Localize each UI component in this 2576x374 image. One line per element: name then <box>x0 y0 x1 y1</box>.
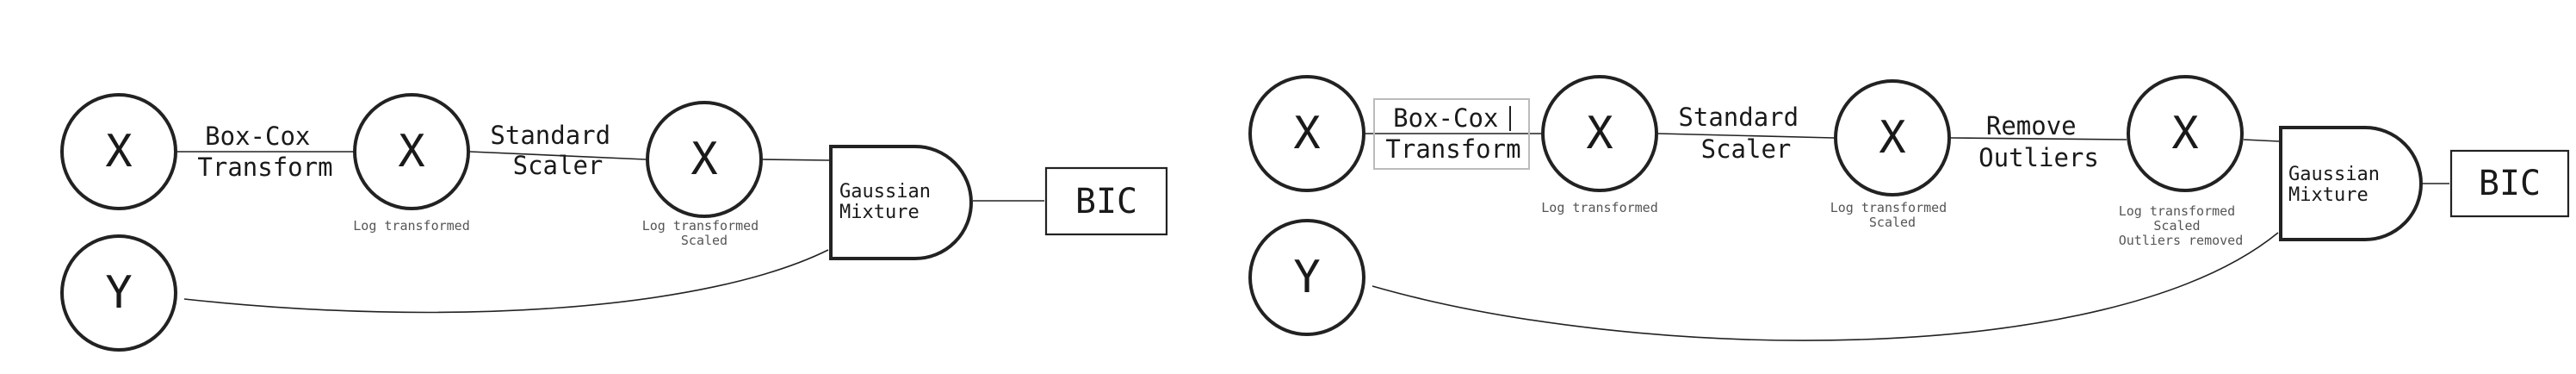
left-node-y-circle <box>60 234 177 352</box>
right-node-x-raw-label: X <box>1293 108 1320 159</box>
right-node-y-label: Y <box>1293 252 1320 303</box>
left-boxcox-line-2: Transform <box>197 153 332 182</box>
left-scaler-line-2: Scaler <box>513 151 604 180</box>
right-node-bic-box <box>2449 149 2570 218</box>
right-boxcox-line-2: Transform <box>1385 134 1520 164</box>
right-boxcox-line-1: Box-Cox <box>1393 103 1498 133</box>
right-edge-scaler <box>1657 133 1835 139</box>
left-node-x-log-label: X <box>398 126 424 178</box>
left-node-bic-label: BIC <box>1075 182 1137 221</box>
right-node-bic: BIC <box>2449 149 2570 218</box>
right-node-gmm-label: Gaussian Mixture <box>2288 164 2391 206</box>
right-node-gmm: Gaussian Mixture <box>2279 126 2423 241</box>
right-x-clean-note: Log transformed Scaled Outliers removed <box>2119 203 2244 248</box>
right-outliers-line-2: Outliers <box>1978 143 2099 172</box>
left-node-x-raw-label: X <box>105 126 132 178</box>
left-node-bic: BIC <box>1044 166 1168 236</box>
right-node-x-scaled: X <box>1834 79 1951 196</box>
right-node-x-raw-circle <box>1248 75 1365 192</box>
right-node-x-clean: X <box>2127 75 2244 192</box>
right-scaler-line-2: Scaler <box>1701 134 1792 164</box>
right-edge-boxcox-label[interactable]: Box-Cox Transform <box>1385 103 1520 164</box>
right-x-scaled-note-line-1: Log transformed <box>1830 200 1947 215</box>
left-gmm-line-1: Gaussian <box>839 181 931 203</box>
left-node-x-raw: X <box>60 93 177 210</box>
left-node-gmm: Gaussian Mixture <box>829 145 973 260</box>
left-edge-boxcox-label: Box-Cox Transform <box>197 122 332 182</box>
right-x-log-note: Log transformed <box>1541 200 1657 215</box>
right-node-y: Y <box>1248 219 1365 336</box>
right-x-log-note-line-1: Log transformed <box>1541 200 1657 215</box>
left-x-scaled-note-line-2: Scaled <box>681 233 728 248</box>
left-node-x-scaled: X <box>646 101 763 218</box>
left-node-y: Y <box>60 234 177 352</box>
left-x-log-note-line-1: Log transformed <box>353 218 469 234</box>
left-node-x-raw-circle <box>60 93 177 210</box>
right-edge-boxcox-highlight[interactable] <box>1373 98 1530 170</box>
right-x-clean-note-line-1: Log transformed <box>2119 203 2235 219</box>
left-node-gmm-label: Gaussian Mixture <box>839 181 942 223</box>
left-edge-scaler-label: Standard Scaler <box>490 121 625 180</box>
left-edge-to-gmm <box>762 159 830 161</box>
right-node-gmm-shape <box>2279 126 2423 241</box>
left-scaler-line-1: Standard <box>490 121 610 150</box>
left-edge-scaler <box>469 151 647 160</box>
right-node-bic-label: BIC <box>2479 164 2541 203</box>
right-edge-y-to-gmm <box>1372 232 2279 341</box>
right-pipeline: X Y X X X Gaussian Mixture BIC <box>1248 75 2570 341</box>
left-pipeline: X Y X X Gaussian Mixture BIC Box-Cox <box>60 93 1168 352</box>
left-node-y-label: Y <box>105 267 132 319</box>
left-x-log-note: Log transformed <box>353 218 469 234</box>
right-node-x-clean-label: X <box>2171 108 2198 159</box>
right-node-x-log-circle <box>1541 75 1658 192</box>
left-node-x-log-circle <box>353 93 470 210</box>
right-gmm-line-1: Gaussian <box>2288 164 2380 185</box>
right-node-x-raw: X <box>1248 75 1365 192</box>
left-node-x-scaled-label: X <box>690 134 717 185</box>
left-node-x-log: X <box>353 93 470 210</box>
left-x-scaled-note: Log transformed Scaled <box>642 218 767 248</box>
left-x-scaled-note-line-1: Log transformed <box>642 218 759 234</box>
right-node-x-log-label: X <box>1586 108 1613 159</box>
left-node-bic-box <box>1044 166 1168 236</box>
left-boxcox-line-1: Box-Cox <box>205 122 310 151</box>
left-edge-y-to-gmm <box>183 249 829 314</box>
left-gmm-line-2: Mixture <box>839 202 920 223</box>
right-edge-scaler-label: Standard Scaler <box>1678 103 1813 164</box>
right-edge-outliers <box>1950 137 2127 140</box>
right-node-x-log: X <box>1541 75 1658 192</box>
right-x-clean-note-line-3: Outliers removed <box>2119 233 2244 248</box>
right-x-scaled-note-line-2: Scaled <box>1869 215 1916 230</box>
right-x-scaled-note: Log transformed Scaled <box>1830 200 1955 230</box>
right-scaler-line-1: Standard <box>1678 103 1799 132</box>
right-outliers-line-1: Remove <box>1986 111 2077 140</box>
left-node-x-scaled-circle <box>646 101 763 218</box>
right-node-y-circle <box>1248 219 1365 336</box>
right-edge-outliers-label: Remove Outliers <box>1978 111 2099 172</box>
right-gmm-line-2: Mixture <box>2288 184 2369 206</box>
right-x-clean-note-line-2: Scaled <box>2153 218 2200 234</box>
right-edge-to-gmm <box>2243 139 2280 142</box>
left-node-gmm-shape <box>829 145 973 260</box>
right-node-x-scaled-label: X <box>1879 112 1905 164</box>
right-node-x-clean-circle <box>2127 75 2244 192</box>
right-node-x-scaled-circle <box>1834 79 1951 196</box>
